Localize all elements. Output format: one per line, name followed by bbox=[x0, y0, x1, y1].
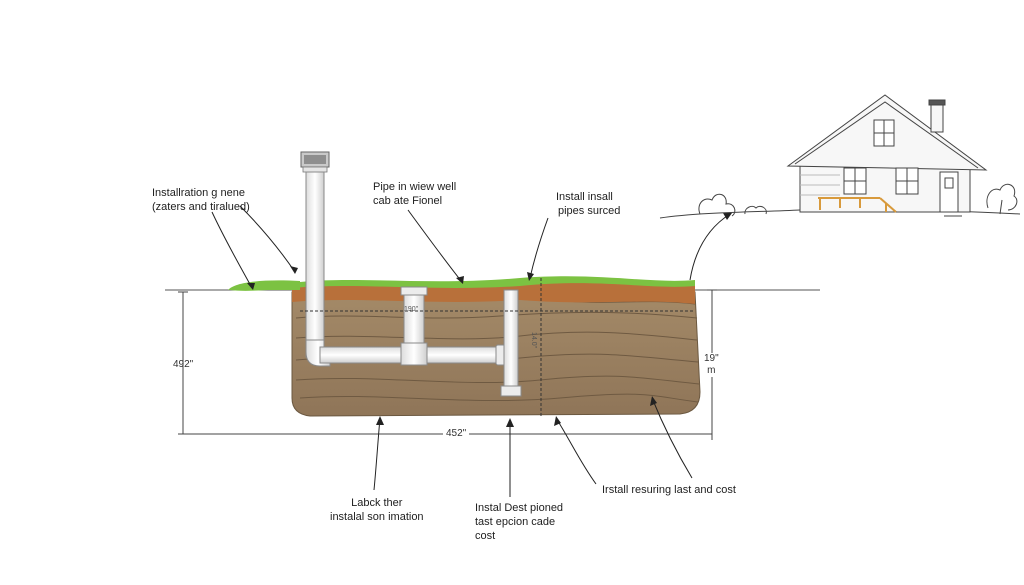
label-install-dest-line1: Instal Dest pioned bbox=[475, 502, 564, 514]
label-pipe-view-line1: Pipe in wiew well bbox=[373, 181, 457, 193]
label-install-zone-line1: Installration g nene bbox=[152, 187, 245, 199]
grass-left-strip bbox=[228, 280, 300, 290]
vent-pipe bbox=[305, 171, 325, 358]
label-install-dest-line2: tast epcion cade bbox=[475, 516, 556, 528]
label-pipe-view-line2: cab ate Fionel bbox=[373, 195, 443, 207]
label-install-dest: Instal Dest pioned tast epcion cade cost bbox=[475, 501, 563, 543]
dimension-right-height-line2: m bbox=[707, 365, 716, 376]
topsoil-layer bbox=[292, 282, 695, 304]
deck-steps bbox=[818, 197, 897, 213]
house-scene bbox=[659, 94, 1021, 219]
label-install-info-line2: instalal son imation bbox=[330, 511, 424, 523]
arrowheads bbox=[247, 213, 732, 427]
label-install-pipes: Install insall pipes surced bbox=[556, 190, 620, 218]
dimension-bottom-width: 452" bbox=[443, 428, 470, 439]
dimension-right-height: 19" m bbox=[704, 353, 719, 377]
dimension-right-height-line1: 19" bbox=[704, 353, 719, 364]
label-install-pipes-line1: Install insall bbox=[556, 191, 613, 203]
leader-lines bbox=[211, 205, 731, 497]
label-install-zone: Installration g nene (zaters and tiralue… bbox=[152, 186, 250, 214]
label-install-pipes-line2: pipes surced bbox=[558, 205, 621, 217]
label-install-dest-line3: cost bbox=[475, 530, 496, 542]
label-install-zone-line2: (zaters and tiralued) bbox=[152, 201, 250, 213]
inspection-riser bbox=[503, 289, 519, 395]
label-pipe-view: Pipe in wiew well cab ate Fionel bbox=[373, 180, 456, 208]
label-install-resuring-line1: Irstall resuring last and cost bbox=[602, 484, 736, 496]
label-install-info: Labck ther instalal son imation bbox=[330, 496, 424, 524]
dimension-left-height: 492" bbox=[173, 359, 194, 370]
label-install-info-line1: Labck ther bbox=[351, 497, 403, 509]
dimension-top-inner: 190" bbox=[404, 306, 419, 313]
label-install-resuring: Irstall resuring last and cost bbox=[602, 483, 736, 497]
dimension-vertical-inner: 14.0" bbox=[530, 332, 537, 349]
